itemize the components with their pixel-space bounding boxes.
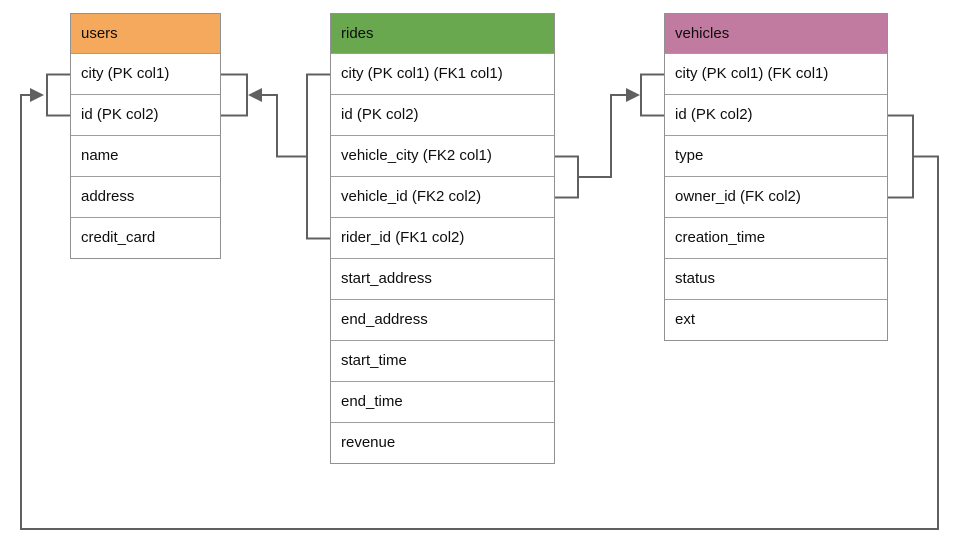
table-vehicles-row-city: city (PK col1) (FK col1)	[665, 53, 887, 94]
table-users: users city (PK col1) id (PK col2) name a…	[70, 13, 221, 259]
rel-rides-users-bracket-rides	[306, 73, 330, 240]
table-users-row-id: id (PK col2)	[71, 94, 220, 135]
table-users-title: users	[71, 14, 220, 53]
rel-vehicles-users-bracket-users	[46, 73, 70, 117]
table-rides-row-rider-id: rider_id (FK1 col2)	[331, 217, 554, 258]
rel-rides-vehicles-link	[578, 94, 627, 178]
table-vehicles-row-status: status	[665, 258, 887, 299]
table-rides-title: rides	[331, 14, 554, 53]
rel-vehicles-users-arrowhead	[30, 88, 44, 102]
table-rides-row-end-address: end_address	[331, 299, 554, 340]
table-vehicles-row-creation-time: creation_time	[665, 217, 887, 258]
rel-rides-users-link	[261, 94, 307, 158]
rel-rides-users-bracket-users	[221, 73, 248, 117]
table-rides-row-vehicle-id: vehicle_id (FK2 col2)	[331, 176, 554, 217]
table-rides-row-end-time: end_time	[331, 381, 554, 422]
table-users-row-city: city (PK col1)	[71, 53, 220, 94]
table-vehicles-row-owner-id: owner_id (FK col2)	[665, 176, 887, 217]
table-rides-row-id: id (PK col2)	[331, 94, 554, 135]
table-vehicles-row-type: type	[665, 135, 887, 176]
table-vehicles-row-ext: ext	[665, 299, 887, 340]
table-vehicles: vehicles city (PK col1) (FK col1) id (PK…	[664, 13, 888, 341]
table-rides-row-vehicle-city: vehicle_city (FK2 col1)	[331, 135, 554, 176]
rel-rides-vehicles-arrowhead	[626, 88, 640, 102]
rel-vehicles-users-bracket-vehicles	[888, 114, 914, 199]
table-rides: rides city (PK col1) (FK1 col1) id (PK c…	[330, 13, 555, 464]
rel-rides-users-arrowhead	[248, 88, 262, 102]
table-rides-row-revenue: revenue	[331, 422, 554, 463]
table-users-row-credit-card: credit_card	[71, 217, 220, 258]
table-rides-row-start-time: start_time	[331, 340, 554, 381]
rel-rides-vehicles-bracket-vehicles	[640, 73, 664, 117]
rel-rides-vehicles-bracket-rides	[555, 155, 579, 199]
table-rides-row-city: city (PK col1) (FK1 col1)	[331, 53, 554, 94]
table-vehicles-row-id: id (PK col2)	[665, 94, 887, 135]
table-users-row-name: name	[71, 135, 220, 176]
table-rides-row-start-address: start_address	[331, 258, 554, 299]
table-vehicles-title: vehicles	[665, 14, 887, 53]
table-users-row-address: address	[71, 176, 220, 217]
